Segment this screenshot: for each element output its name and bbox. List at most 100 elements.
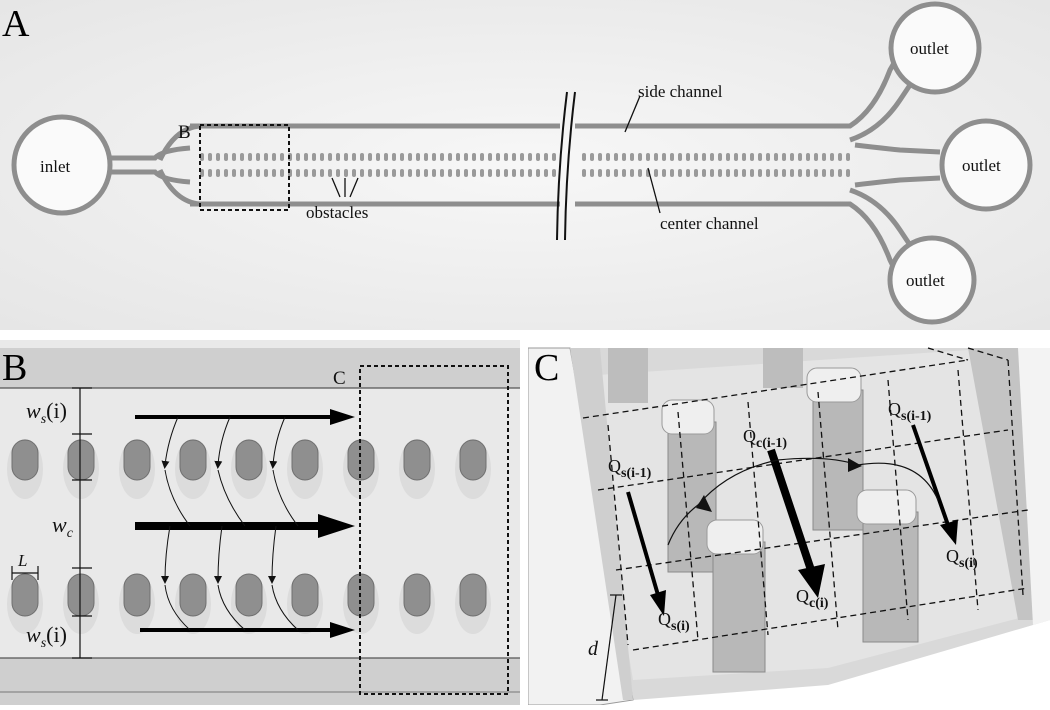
center-channel-leader	[647, 167, 661, 214]
obstacle	[424, 153, 428, 161]
obstacle	[232, 153, 236, 161]
obstacle	[630, 153, 634, 161]
outlet-bottom-label: outlet	[906, 271, 945, 290]
obstacle	[528, 169, 532, 177]
obstacle	[582, 153, 586, 161]
obstacle	[456, 153, 460, 161]
obstacle	[448, 169, 452, 177]
obstacle	[496, 169, 500, 177]
ws-bottom-label: ws(i)	[26, 622, 67, 651]
flow-arrow-bottom-head	[330, 622, 355, 638]
streamline-join-2	[217, 469, 246, 527]
obstacle	[400, 169, 404, 177]
obstacle	[256, 169, 260, 177]
back-post-1	[608, 348, 648, 403]
obstacle	[400, 153, 404, 161]
obstacle	[606, 153, 610, 161]
dimension-lines	[11, 387, 92, 659]
break-line-2	[564, 91, 576, 241]
obstacle	[678, 153, 682, 161]
cv-top-lines	[927, 347, 1009, 361]
obstacle	[224, 169, 228, 177]
obstacles-leader	[331, 177, 359, 198]
pillar-body	[862, 511, 919, 643]
left-wall	[527, 347, 634, 706]
obstacle	[806, 153, 810, 161]
lower-side-wall	[575, 201, 898, 272]
obstacle	[432, 169, 436, 177]
obstacle	[312, 169, 316, 177]
streamline-down-2	[214, 525, 223, 584]
qc-arrow-shaft	[767, 448, 815, 572]
obstacle	[822, 169, 826, 177]
streamline-exit-3	[271, 584, 299, 631]
post	[459, 573, 487, 617]
obstacle	[232, 169, 236, 177]
obstacle	[384, 153, 388, 161]
pillar-top	[806, 367, 862, 403]
panel-b-letter: B	[2, 347, 27, 389]
obstacle	[472, 169, 476, 177]
panel-a-diagram: A inlet outlet outlet outlet side channe…	[0, 0, 1050, 330]
inlet-chamber	[11, 114, 113, 216]
obstacle	[726, 153, 730, 161]
obstacle	[512, 169, 516, 177]
obstacle	[798, 153, 802, 161]
obstacle	[734, 169, 738, 177]
L-label: L	[17, 551, 27, 570]
obstacle	[654, 153, 658, 161]
post	[123, 439, 151, 481]
break-marks	[556, 91, 576, 241]
obstacle	[750, 153, 754, 161]
obstacle	[208, 153, 212, 161]
obstacle	[360, 153, 364, 161]
obstacle	[416, 153, 420, 161]
panel-c-diagram: C Qs(i-1) Qc(i-1) Qs(i-1) Qs(i) Qc(i) Qs…	[527, 340, 1050, 706]
post	[459, 439, 487, 481]
obstacle	[782, 169, 786, 177]
obstacle	[790, 153, 794, 161]
obstacle	[216, 169, 220, 177]
post	[179, 573, 207, 617]
obstacle	[710, 153, 714, 161]
obstacle	[710, 169, 714, 177]
obstacle	[638, 153, 642, 161]
obstacle	[598, 169, 602, 177]
obstacle	[552, 153, 556, 161]
post-array	[7, 439, 491, 634]
panel-c: C Qs(i-1) Qc(i-1) Qs(i-1) Qs(i) Qc(i) Qs…	[527, 340, 1050, 706]
obstacle	[758, 153, 762, 161]
back-posts	[608, 348, 803, 403]
obstacle	[248, 169, 252, 177]
post	[123, 573, 151, 617]
post	[291, 439, 319, 481]
obstacle	[304, 153, 308, 161]
obstacle	[272, 169, 276, 177]
obstacle	[472, 153, 476, 161]
obstacle	[368, 153, 372, 161]
obstacle	[312, 153, 316, 161]
obstacle	[512, 153, 516, 161]
outlet-bottom-chamber	[887, 235, 977, 325]
qs-right-arrow-shaft	[911, 424, 950, 526]
middle-branch	[854, 142, 941, 188]
post	[235, 439, 263, 481]
obstacle	[774, 153, 778, 161]
obstacle	[734, 153, 738, 161]
obstacle	[742, 153, 746, 161]
pillar-array	[661, 367, 919, 673]
obstacle	[376, 169, 380, 177]
obstacle	[280, 153, 284, 161]
microfluidic-device	[11, 1, 1033, 325]
obstacle	[750, 169, 754, 177]
depth-line	[601, 594, 617, 701]
streamline-up-1	[161, 416, 179, 469]
qs-left-arrow-head	[650, 590, 666, 616]
obstacle	[416, 169, 420, 177]
panel-c-letter: C	[534, 347, 559, 389]
obstacle	[598, 153, 602, 161]
obstacle	[622, 169, 626, 177]
outlet-top-label: outlet	[910, 39, 949, 58]
obstacle	[520, 153, 524, 161]
exchange-streamlines	[161, 416, 299, 631]
